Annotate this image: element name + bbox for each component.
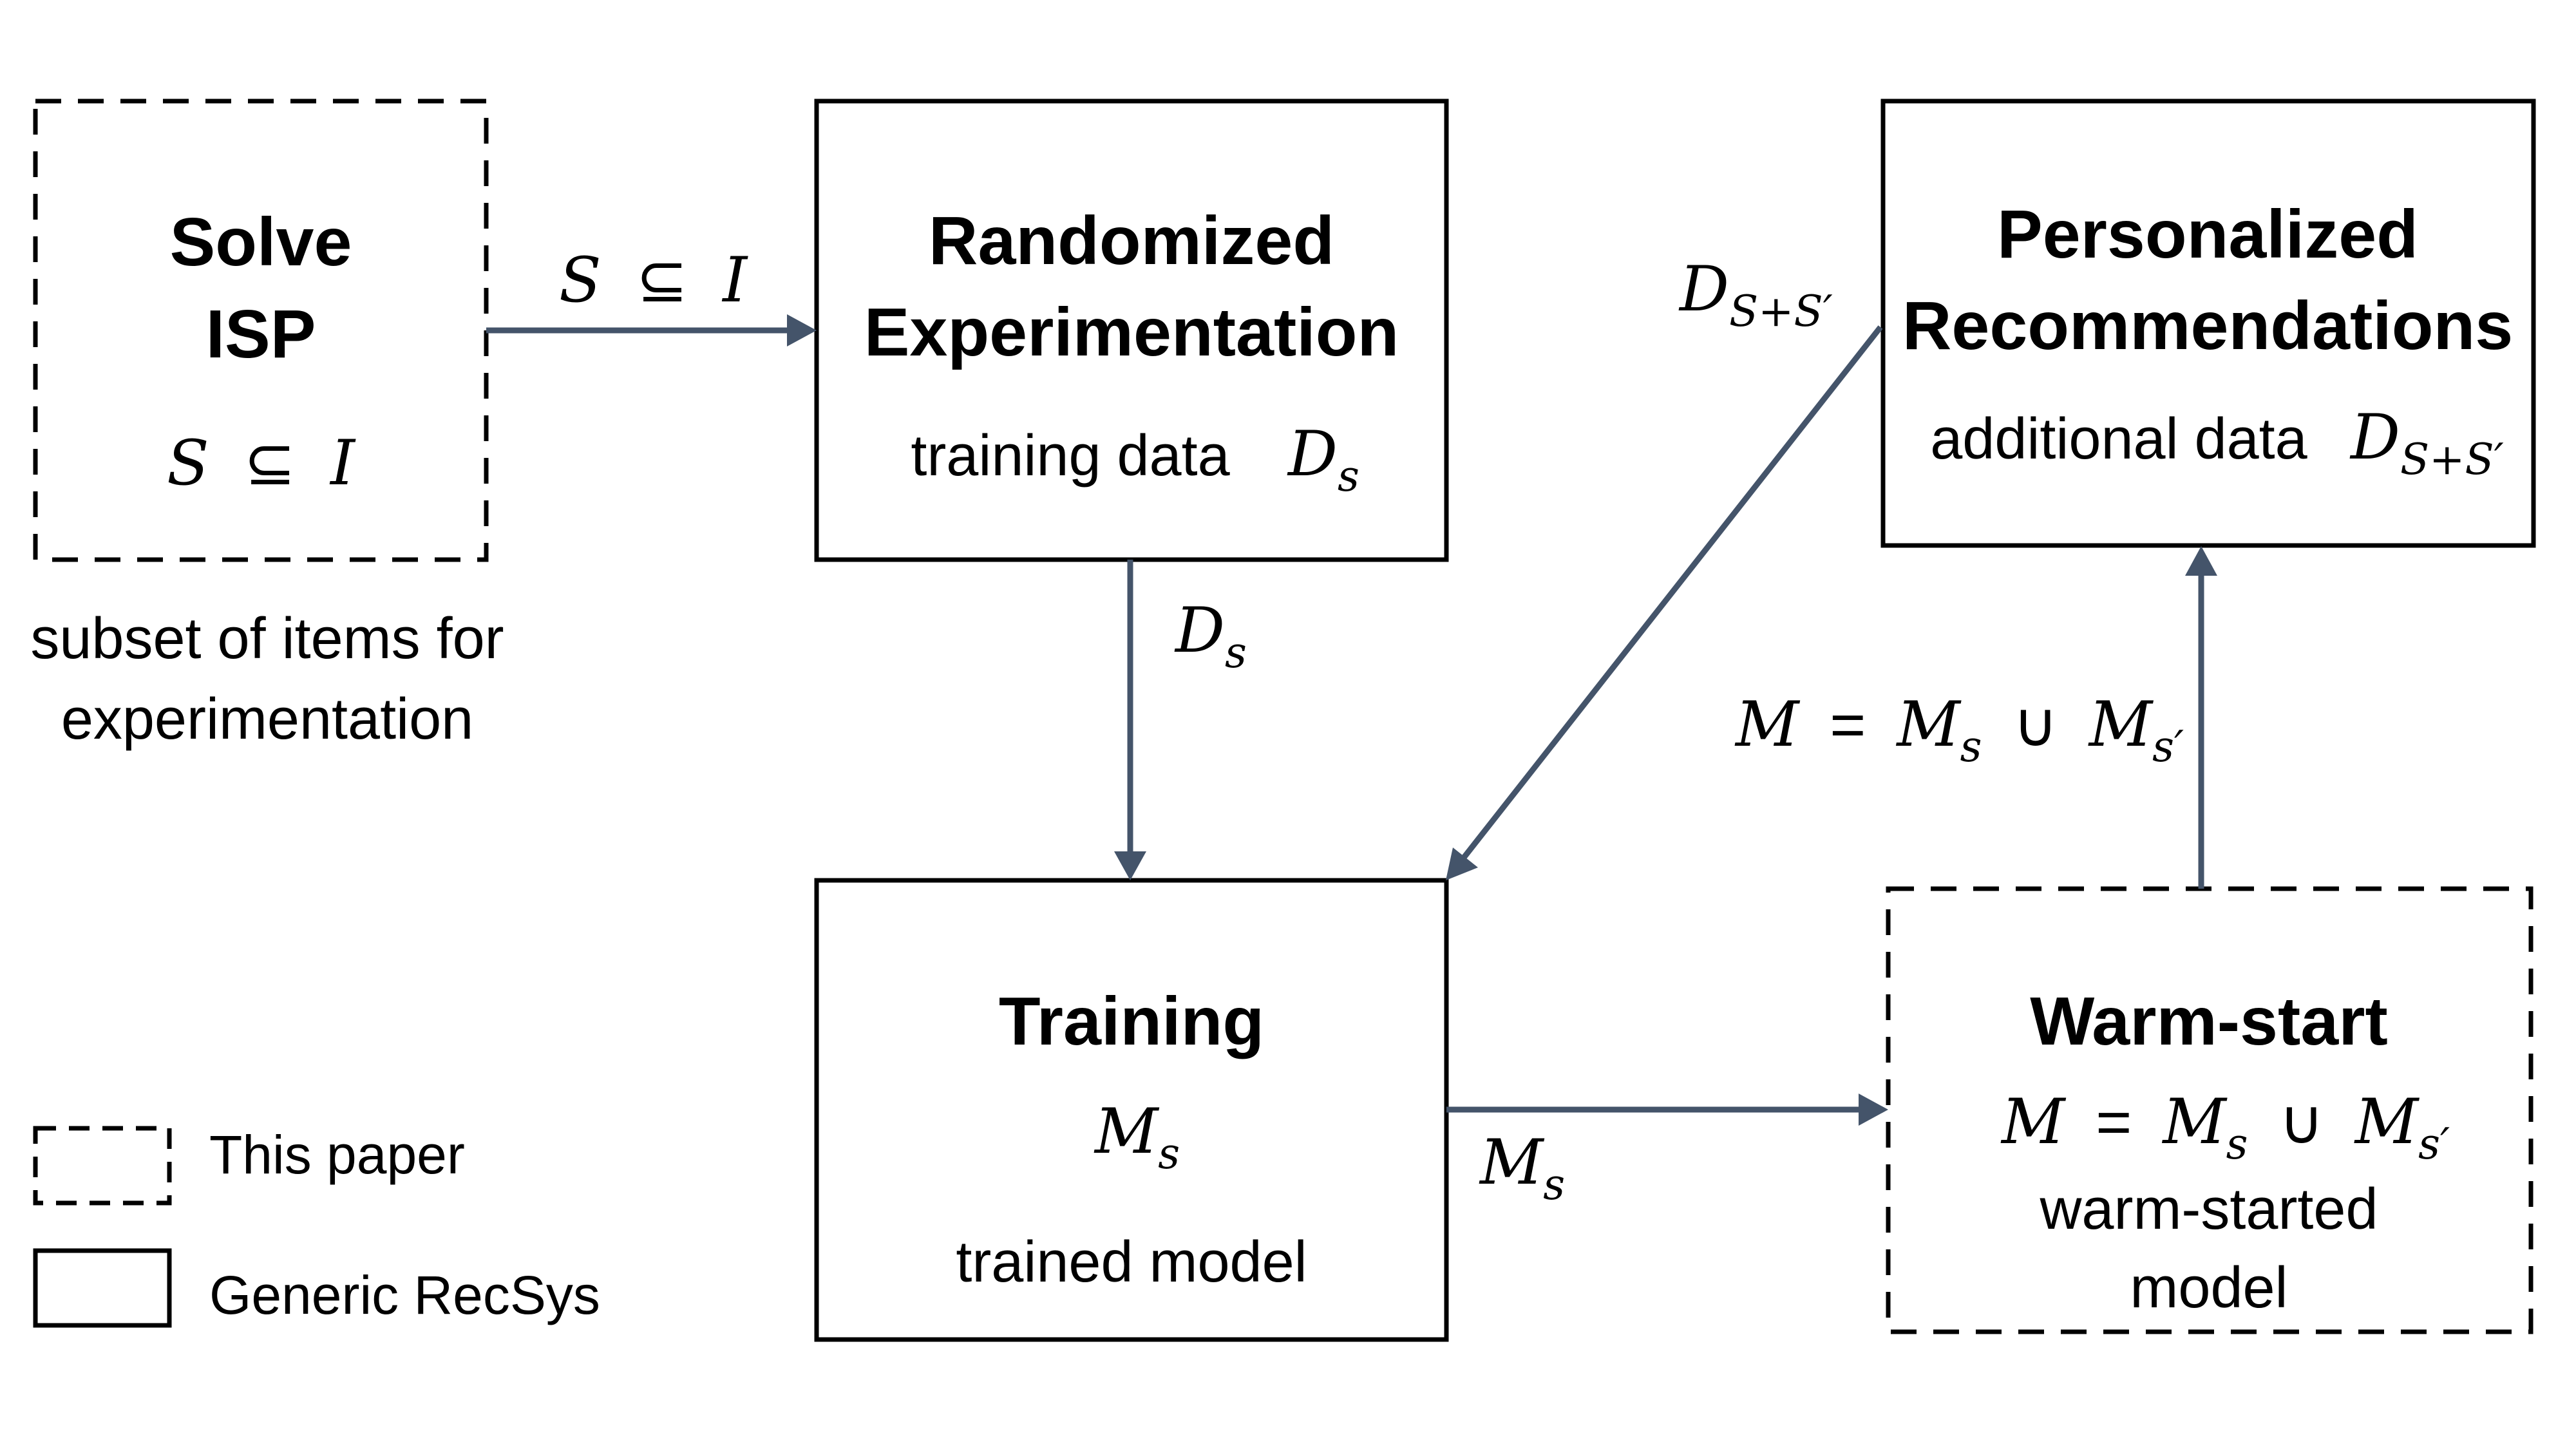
solve-isp-caption-line2: experimentation [61,687,473,752]
personalized-recommendations-box [1880,99,2536,548]
personalized-title-line2: Recommendations [1902,288,2513,364]
warm-start-box [1886,886,2533,1334]
training-body: trained model [956,1230,1307,1294]
solve-isp-title-line2: ISP [206,296,316,372]
randomized-body: training data [911,424,1230,488]
warm-start-math: M = Ms ∪ Ms′ [2000,1086,2450,1172]
legend-solid-swatch [33,1248,172,1328]
training-math: Ms [1094,1095,1180,1179]
personalized-title-line1: Personalized [1997,196,2418,272]
arrowhead-personalized-to-training [1446,848,1478,880]
warm-start-body-line2: model [2130,1256,2287,1320]
edge-label-randomized-to-training: Ds [1174,594,1247,677]
arrowhead-isp-to-randomized [787,314,817,346]
randomized-math: Ds [1287,418,1359,501]
arrowhead-randomized-to-training [1114,851,1146,880]
edge-label-training-to-warm-start: Ms [1479,1126,1565,1209]
randomized-experimentation-box [814,99,1449,562]
warm-start-body-line1: warm-started [2039,1177,2378,1242]
training-box [814,878,1449,1342]
randomized-title-line2: Experimentation [864,294,1399,370]
personalized-body: additional data [1930,407,2307,471]
edge-label-isp-to-randomized: S ⊆ I [559,244,748,316]
solve-isp-math: S ⊆ I [167,427,356,499]
arrowhead-training-to-warm-start [1859,1094,1888,1126]
arrow-personalized-to-training [1458,325,1883,864]
personalized-math: DS+S′ [2349,401,2504,484]
warm-start-title: Warm-start [2030,983,2388,1059]
edge-label-personalized-to-training: DS+S′ [1678,253,1833,336]
solve-isp-box [33,99,489,562]
legend-dashed-label: This paper [209,1124,465,1185]
solve-isp-caption-line1: subset of items for [30,607,504,671]
arrowhead-warm-start-to-personalized [2185,546,2217,576]
legend-solid-label: Generic RecSys [209,1265,600,1325]
solve-isp-title-line1: Solve [170,204,352,280]
edge-label-warm-start-to-personalized: M = Ms ∪ Ms′ [1734,688,2184,775]
legend-dashed-swatch [33,1126,172,1206]
training-title: Training [999,983,1264,1059]
randomized-title-line1: Randomized [929,203,1334,279]
